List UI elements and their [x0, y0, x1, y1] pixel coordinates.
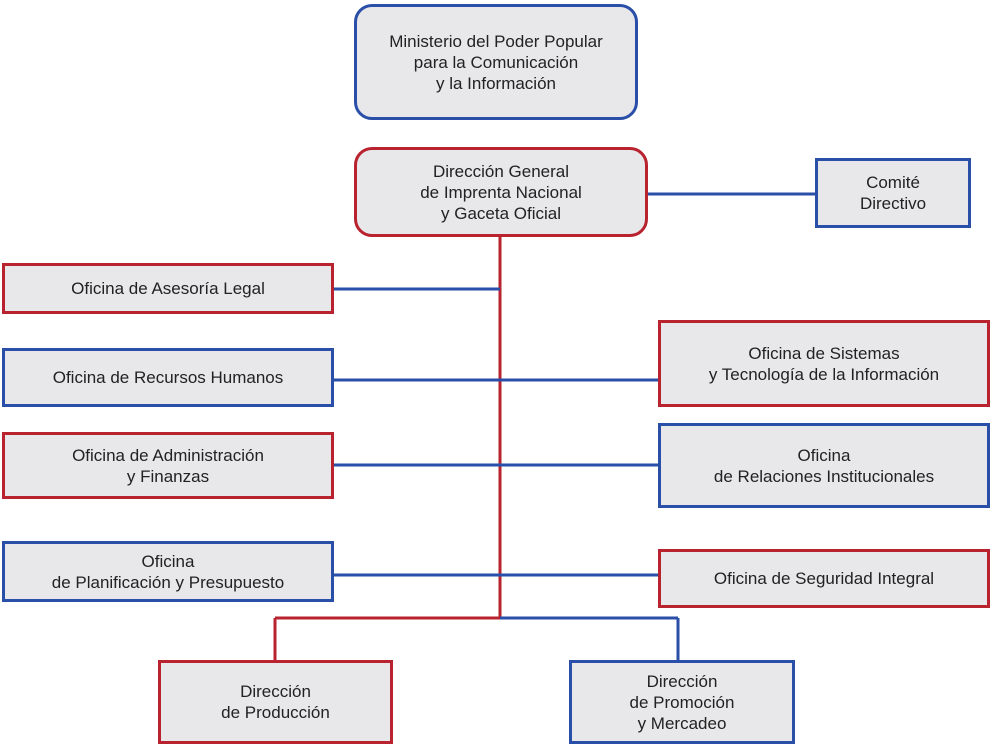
- node-asesoria-legal: Oficina de Asesoría Legal: [2, 263, 334, 314]
- node-promocion: Dirección de Promoción y Mercadeo: [569, 660, 795, 744]
- node-administracion: Oficina de Administración y Finanzas: [2, 432, 334, 499]
- node-produccion: Dirección de Producción: [158, 660, 393, 744]
- node-sistemas: Oficina de Sistemas y Tecnología de la I…: [658, 320, 990, 407]
- node-planificacion: Oficina de Planificación y Presupuesto: [2, 541, 334, 602]
- node-recursos-humanos: Oficina de Recursos Humanos: [2, 348, 334, 407]
- node-direccion-general: Dirección General de Imprenta Nacional y…: [354, 147, 648, 237]
- node-comite: Comité Directivo: [815, 158, 971, 228]
- node-seguridad: Oficina de Seguridad Integral: [658, 549, 990, 608]
- node-relaciones: Oficina de Relaciones Institucionales: [658, 423, 990, 508]
- node-ministerio: Ministerio del Poder Popular para la Com…: [354, 4, 638, 120]
